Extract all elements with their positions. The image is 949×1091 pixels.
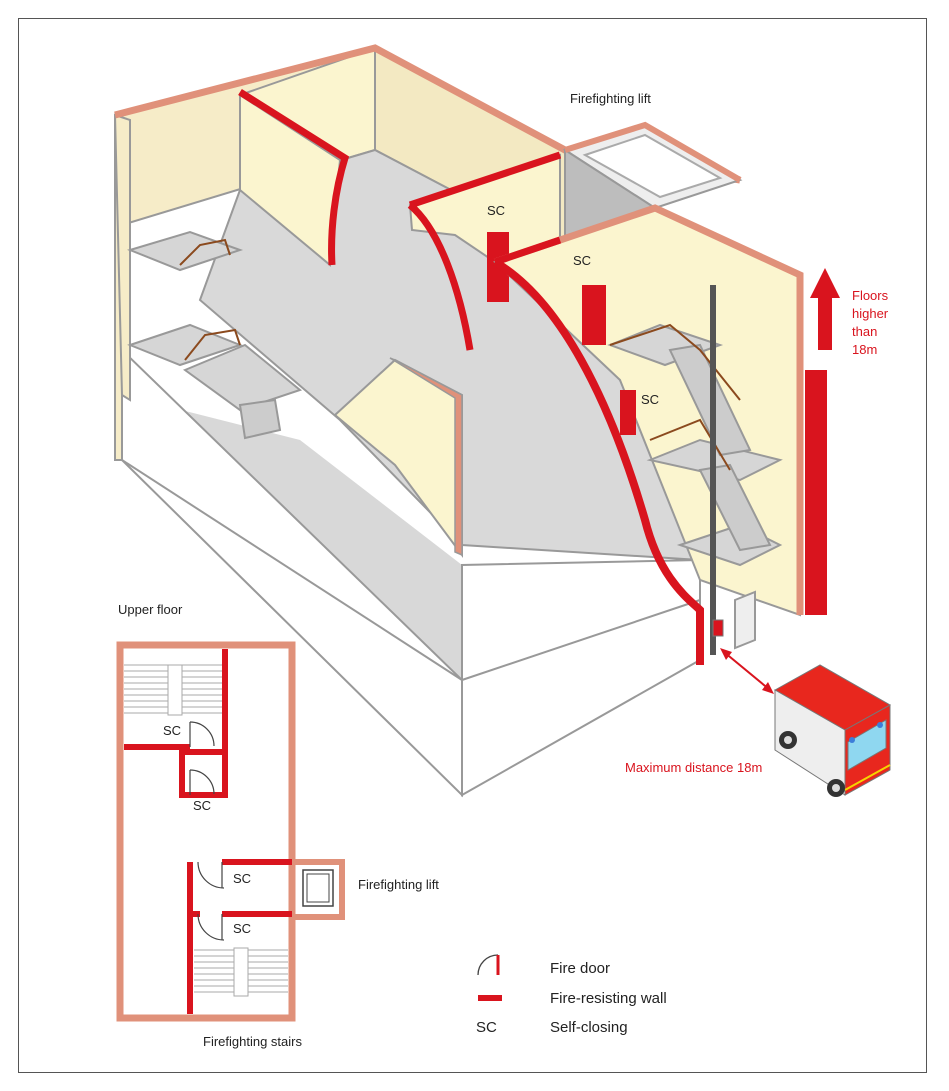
- label-upper-floor: Upper floor: [118, 602, 183, 617]
- label-floors-2: higher: [852, 306, 889, 321]
- plan-door-swing-2: [189, 769, 215, 795]
- plan-door-swing-1: [189, 721, 215, 747]
- diagram-frame: [18, 18, 927, 1073]
- base-floor-line-front: [121, 459, 463, 681]
- fire-wall-lobby-top: [408, 151, 562, 209]
- fire-wall-curved-left: [238, 89, 350, 266]
- legend-fire-wall: Fire-resisting wall: [550, 990, 667, 1007]
- label-sc-3: SC: [641, 392, 659, 407]
- plan-label-firefighting-stairs: Firefighting stairs: [203, 1034, 302, 1049]
- handrail-2: [649, 418, 731, 471]
- arrow-head-up: [810, 268, 840, 350]
- dry-riser-inlet: [712, 619, 724, 637]
- plan-label-sc-4: SC: [233, 921, 251, 936]
- plan-outer-wall: [116, 641, 296, 1022]
- plan-label-sc-3: SC: [233, 871, 251, 886]
- plan-fire-wall-top: [179, 649, 228, 798]
- fire-wall-stair-curve: [492, 258, 704, 665]
- legend-fire-door-icon: [477, 954, 499, 976]
- legend: Fire door Fire-resisting wall SC Self-cl…: [476, 954, 667, 1036]
- partition-wall-edge: [389, 357, 463, 557]
- left-handrail-2: [184, 328, 241, 361]
- plan-label-sc-2: SC: [193, 798, 211, 813]
- handrail-1: [609, 323, 741, 401]
- label-floors-4: 18m: [852, 342, 877, 357]
- left-handrail-1: [179, 238, 231, 266]
- label-floors-3: than: [852, 324, 877, 339]
- lift-shaft-edge: [564, 121, 742, 183]
- arrow-shaft: [805, 370, 827, 615]
- plan-lift-car-inner: [306, 873, 330, 903]
- lift-door-ground: [734, 590, 756, 650]
- plan-stair-top: [124, 664, 225, 716]
- left-side-wall: [113, 113, 131, 402]
- plan-stair-bottom: [194, 947, 288, 997]
- left-stair-landing-3: [182, 343, 303, 412]
- plan-door-swing-3: [197, 861, 225, 889]
- base-floor-line: [461, 599, 701, 681]
- label-floors-1: Floors: [852, 288, 889, 303]
- floors-arrow: [805, 268, 840, 615]
- legend-fire-wall-icon: [478, 995, 502, 1001]
- plan-lift-car: [302, 869, 334, 907]
- label-sc-2: SC: [573, 253, 591, 268]
- stair-flight-2: [698, 463, 772, 552]
- fire-wall-lobby-curve: [407, 202, 474, 351]
- fire-wall-stair-top: [493, 236, 562, 266]
- fire-door-lobby-3: [620, 390, 636, 435]
- stair-enclosure-edge: [493, 204, 804, 615]
- label-sc-1: SC: [487, 203, 505, 218]
- left-stair-flight: [238, 398, 282, 440]
- building-cutaway: [113, 44, 804, 798]
- fire-door-lobby-2: [582, 285, 606, 345]
- label-firefighting-lift-top: Firefighting lift: [570, 91, 651, 106]
- lift-shaft-inner: [582, 133, 723, 199]
- fire-engine: [773, 664, 892, 797]
- floor-plan: [116, 641, 345, 1022]
- plan-label-firefighting-lift: Firefighting lift: [358, 877, 439, 892]
- plan-door-swing-4: [197, 913, 225, 941]
- plan-label-sc-1: SC: [163, 723, 181, 738]
- distance-arrow: [720, 648, 774, 694]
- legend-sc-abbrev: SC: [476, 1019, 497, 1036]
- label-max-distance: Maximum distance 18m: [625, 760, 762, 775]
- legend-sc-meaning: Self-closing: [550, 1019, 628, 1036]
- plan-lift-walls: [289, 859, 345, 920]
- legend-fire-door: Fire door: [550, 960, 610, 977]
